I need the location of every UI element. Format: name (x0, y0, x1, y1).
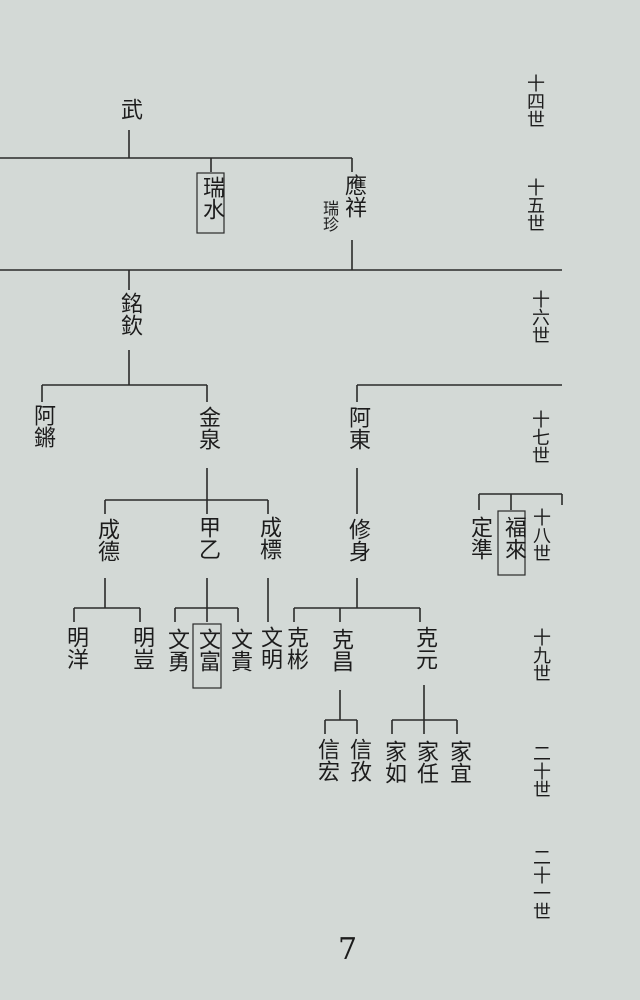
person-wengui: 文貴 (227, 628, 252, 672)
person-wenming: 文明 (257, 626, 282, 670)
generation-label-16: 十六世 (529, 290, 550, 344)
generation-label-17: 十七世 (529, 410, 550, 464)
page-number: 7 (338, 932, 358, 967)
person-kechang: 克昌 (328, 628, 353, 672)
person-jiaru: 家如 (381, 740, 406, 784)
person-mingyang: 明洋 (63, 626, 88, 670)
name-frame (497, 510, 526, 576)
person-fulai: 福來 (501, 516, 526, 560)
person-jiayi-20: 家宜 (446, 740, 471, 784)
person-wu: 武 (117, 98, 142, 120)
person-xiushen: 修身 (345, 518, 370, 562)
person-jinquan: 金泉 (195, 406, 220, 450)
person-wenyong: 文勇 (164, 628, 189, 672)
name-frame (192, 623, 222, 689)
person-yingxiang: 應祥 (341, 174, 366, 218)
name-frame (196, 172, 225, 234)
person-ruishui: 瑞水 (199, 176, 224, 220)
person-keyuan: 克元 (412, 626, 437, 670)
person-chengde: 成德 (94, 518, 119, 562)
person-adong: 阿東 (345, 406, 370, 450)
generation-label-19: 十九世 (530, 628, 551, 682)
person-yingxiang-alias: 瑞珍 (320, 200, 339, 232)
person-mingqin: 銘欽 (117, 292, 142, 336)
person-chengbiao: 成標 (256, 516, 281, 560)
person-aqiang: 阿鏘 (30, 404, 55, 448)
generation-label-21: 二十一世 (530, 848, 551, 920)
person-xinqi: 信孜 (346, 738, 371, 782)
person-xinhong: 信宏 (314, 738, 339, 782)
person-jiayi: 甲乙 (195, 516, 220, 560)
person-dingzhun: 定準 (467, 516, 492, 560)
person-wenfu: 文富 (195, 628, 220, 672)
person-jiaren: 家任 (413, 740, 438, 784)
generation-label-14: 十四世 (524, 74, 545, 128)
generation-label-15: 十五世 (524, 178, 545, 232)
person-mingqi: 明豈 (129, 626, 154, 670)
person-kebin: 克彬 (283, 626, 308, 670)
generation-label-18: 十八世 (530, 508, 551, 562)
generation-label-20: 二十世 (530, 744, 551, 798)
